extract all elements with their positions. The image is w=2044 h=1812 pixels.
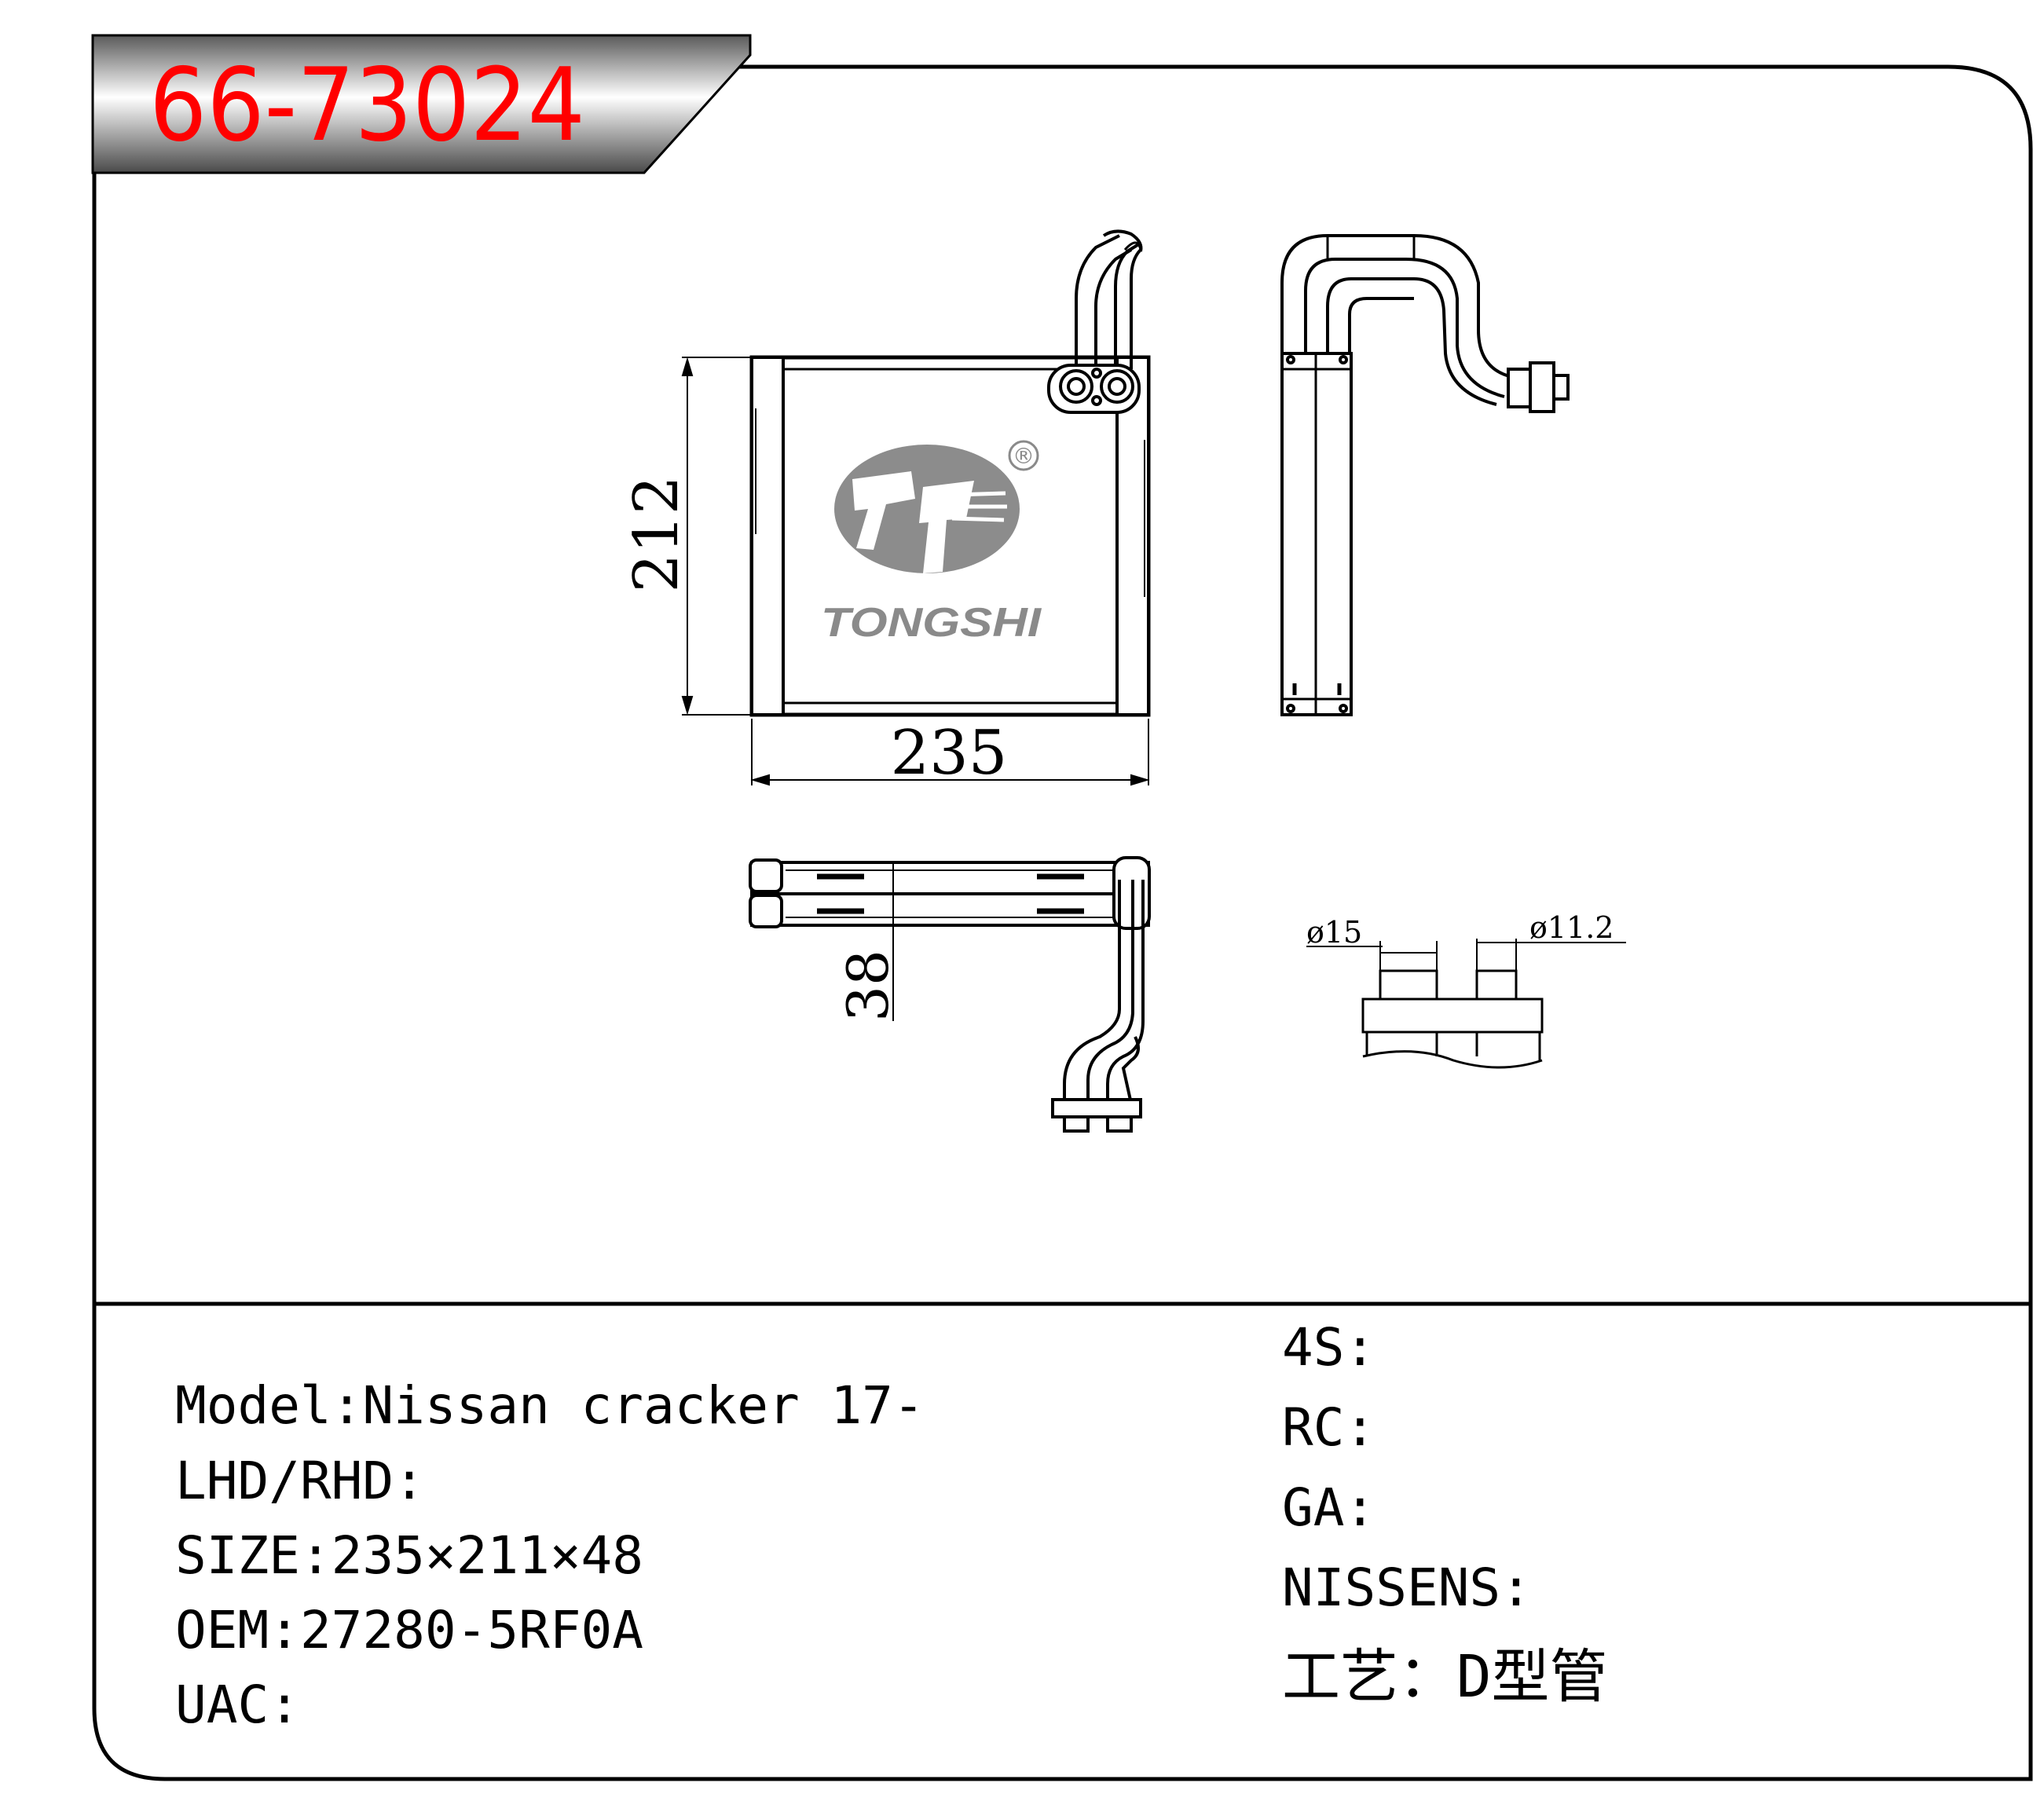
part-number-title: 66-73024	[149, 47, 585, 164]
spec-process: 工艺：D型管	[1282, 1643, 1608, 1711]
spec-lhd-rhd: LHD/RHD:	[175, 1451, 425, 1511]
depth-label: 38	[835, 950, 901, 1022]
outer-frame	[92, 64, 2033, 1781]
front-view	[749, 229, 1151, 717]
height-label: 212	[621, 476, 692, 593]
spec-4s: 4S:	[1282, 1317, 1375, 1378]
specs-left: Model:Nissan cracker 17- LHD/RHD: SIZE:2…	[175, 1375, 925, 1735]
spec-rc: RC:	[1282, 1397, 1375, 1458]
title-tab: 66-73024	[91, 34, 752, 174]
height-dimension	[681, 357, 750, 716]
spec-ga: GA:	[1282, 1477, 1375, 1538]
spec-oem: OEM:27280-5RF0A	[175, 1600, 643, 1660]
spec-uac: UAC:	[175, 1675, 300, 1735]
spec-size: SIZE:235×211×48	[175, 1525, 643, 1586]
side-view	[1280, 234, 1570, 716]
width-dimension	[750, 719, 1150, 786]
tongshi-logo: ® TONGSHI	[821, 440, 1042, 646]
pipe-b-diameter-label: ø11.2	[1529, 910, 1614, 945]
registered-mark: ®	[1013, 443, 1035, 469]
top-view	[749, 856, 1151, 1133]
brand-name: TONGSHI	[821, 600, 1042, 646]
specs-right: 4S: RC: GA: NISSENS: 工艺：D型管	[1282, 1317, 1608, 1711]
width-label: 235	[891, 718, 1008, 789]
spec-model: Model:Nissan cracker 17-	[175, 1375, 925, 1436]
registered-mark-icon	[1008, 440, 1039, 471]
pipe-a-diameter-label: ø15	[1306, 915, 1362, 950]
spec-nissens: NISSENS:	[1282, 1558, 1532, 1618]
pipe-detail	[1306, 939, 1626, 1069]
